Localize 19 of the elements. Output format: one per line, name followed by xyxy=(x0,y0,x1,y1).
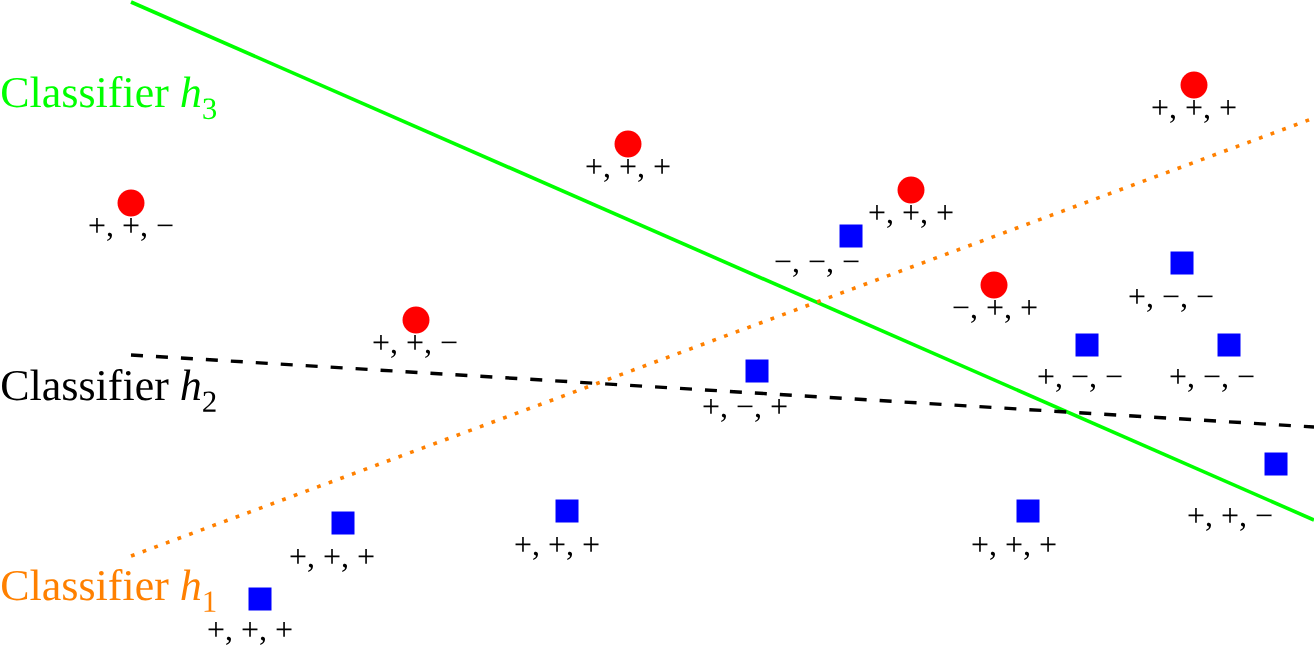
classifier-label: Classifier h$_{2}$ xyxy=(2,369,216,412)
point-label: −, +, + xyxy=(953,299,1037,323)
point-label: +, −, + xyxy=(703,398,787,422)
classifier-label: Classifier h$_{1}$ xyxy=(2,569,216,612)
point-label: +, −, − xyxy=(1170,368,1254,392)
point-label: +, +, + xyxy=(586,158,670,182)
point-label: +, +, + xyxy=(1152,99,1236,123)
point-label: +, +, + xyxy=(208,621,292,645)
point-label: −, −, − xyxy=(775,260,859,277)
point-label: +, +, − xyxy=(1188,507,1272,531)
point-label: +, −, − xyxy=(1038,368,1122,392)
point-label: +, +, + xyxy=(869,204,953,228)
point-label: +, +, − xyxy=(373,334,457,358)
point-label: +, +, + xyxy=(515,536,599,560)
classifier-label: Classifier h$_{3}$ xyxy=(2,76,217,120)
point-label: +, +, + xyxy=(290,548,374,572)
point-label: +, +, − xyxy=(89,217,173,241)
point-label: +, +, + xyxy=(972,536,1056,560)
point-label: +, −, − xyxy=(1129,288,1213,312)
